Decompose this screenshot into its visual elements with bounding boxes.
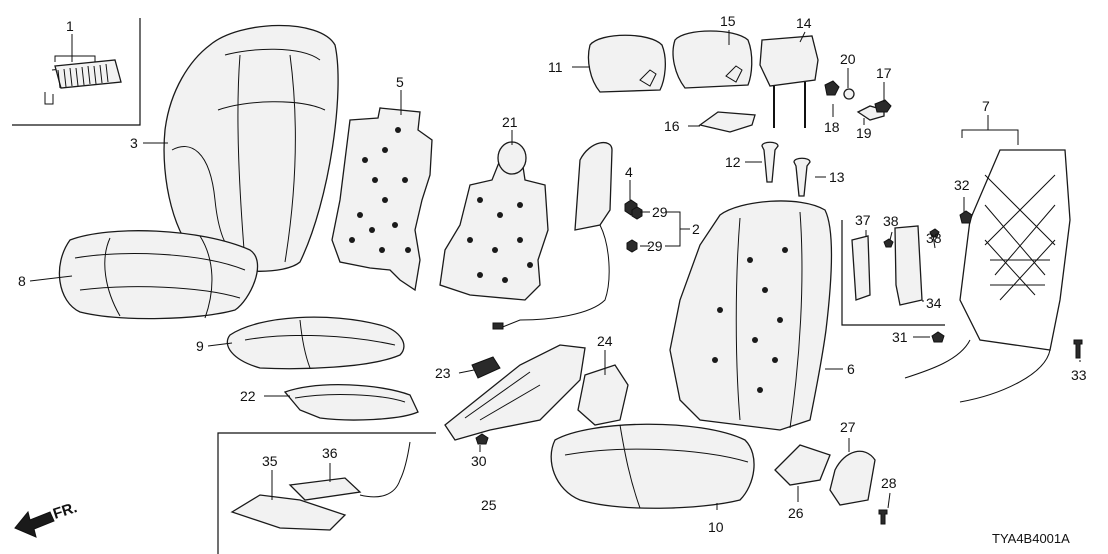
diagram-code: TYA4B4001A (992, 531, 1070, 546)
part-8-cushion-cover (58, 230, 259, 320)
part-35-mat (230, 494, 347, 531)
part-28-bolt (878, 509, 888, 525)
callout-30: 30 (471, 453, 487, 469)
callout-36: 36 (322, 445, 338, 461)
part-11-headrest (587, 34, 666, 93)
callout-25: 25 (481, 497, 497, 513)
callout-8: 8 (18, 273, 26, 289)
callout-38-upper: 38 (883, 213, 899, 229)
callout-11: 11 (548, 59, 563, 75)
callout-17: 17 (876, 65, 892, 81)
callout-18: 18 (824, 119, 840, 135)
part-25-side-cover (444, 344, 586, 441)
callout-9: 9 (196, 338, 204, 354)
callout-31: 31 (892, 329, 908, 345)
part-33-bolt (1073, 339, 1083, 359)
callout-19: 19 (856, 125, 872, 141)
callout-22: 22 (240, 388, 256, 404)
part-15-headrest (672, 30, 753, 89)
part-3-seatback-cover (163, 24, 339, 272)
callout-1: 1 (66, 18, 74, 34)
part-1-clips-inset (12, 18, 141, 126)
callout-29-lower: 29 (647, 238, 663, 254)
callout-16: 16 (664, 118, 680, 134)
callout-37: 37 (855, 212, 871, 228)
part-6-seatback-pad (669, 200, 833, 431)
part-9-cushion-pad (226, 316, 405, 370)
front-direction-label: FR. (51, 499, 79, 523)
parts-34-37-38-inset (841, 220, 945, 326)
callout-24: 24 (597, 333, 613, 349)
callout-2: 2 (692, 221, 700, 237)
part-31-clip (931, 331, 945, 343)
parts-35-36-inset (217, 432, 436, 554)
callout-23: 23 (435, 365, 451, 381)
part-2-side-module (492, 141, 613, 330)
part-21-back-heater (439, 141, 549, 301)
part-36-module (288, 441, 411, 501)
parts-17-20-small-hardware (824, 80, 892, 121)
part-22-cushion-heater (283, 384, 419, 421)
callout-32: 32 (954, 177, 970, 193)
callout-28: 28 (881, 475, 897, 491)
part-38-screws (883, 228, 940, 248)
callout-10: 10 (708, 519, 724, 535)
part-26-bracket (774, 444, 831, 486)
callout-4: 4 (625, 164, 633, 180)
part-27-cover (829, 450, 876, 506)
callout-33: 33 (1071, 367, 1087, 383)
part-13-guide (793, 157, 811, 197)
front-direction-indicator: FR. (14, 499, 79, 538)
callout-labels: 1 2 3 4 5 6 7 8 9 10 11 12 13 14 15 16 1… (18, 13, 1087, 535)
callout-15: 15 (720, 13, 736, 29)
parts-4-29-nuts (624, 199, 643, 253)
part-34-module (894, 225, 923, 306)
part-32-clip (959, 210, 973, 224)
callout-21: 21 (502, 114, 518, 130)
callout-12: 12 (725, 154, 741, 170)
callout-7: 7 (982, 98, 990, 114)
callout-5: 5 (396, 74, 404, 90)
callout-14: 14 (796, 15, 812, 31)
part-37-module (851, 235, 871, 301)
part-14-headrest-frame (759, 35, 819, 128)
part-5-pad-frame (331, 107, 433, 292)
leader-lines (29, 30, 1081, 510)
callout-3: 3 (130, 135, 138, 151)
part-7-seatback-frame (904, 149, 1071, 403)
callout-38-lower: 38 (926, 230, 942, 246)
callout-20: 20 (840, 51, 856, 67)
callout-26: 26 (788, 505, 804, 521)
callout-13: 13 (829, 169, 845, 185)
callout-6: 6 (847, 361, 855, 377)
part-12-guide (761, 141, 779, 183)
callout-27: 27 (840, 419, 856, 435)
part-16-bracket (698, 111, 756, 133)
callout-35: 35 (262, 453, 278, 469)
callout-34: 34 (926, 295, 942, 311)
part-10-cushion-pad (550, 423, 755, 509)
part-24-cover (577, 364, 629, 426)
front-arrow-icon (14, 510, 55, 538)
callout-29-upper: 29 (652, 204, 668, 220)
part-23-knob (471, 356, 501, 379)
part-30-clip (475, 433, 489, 445)
